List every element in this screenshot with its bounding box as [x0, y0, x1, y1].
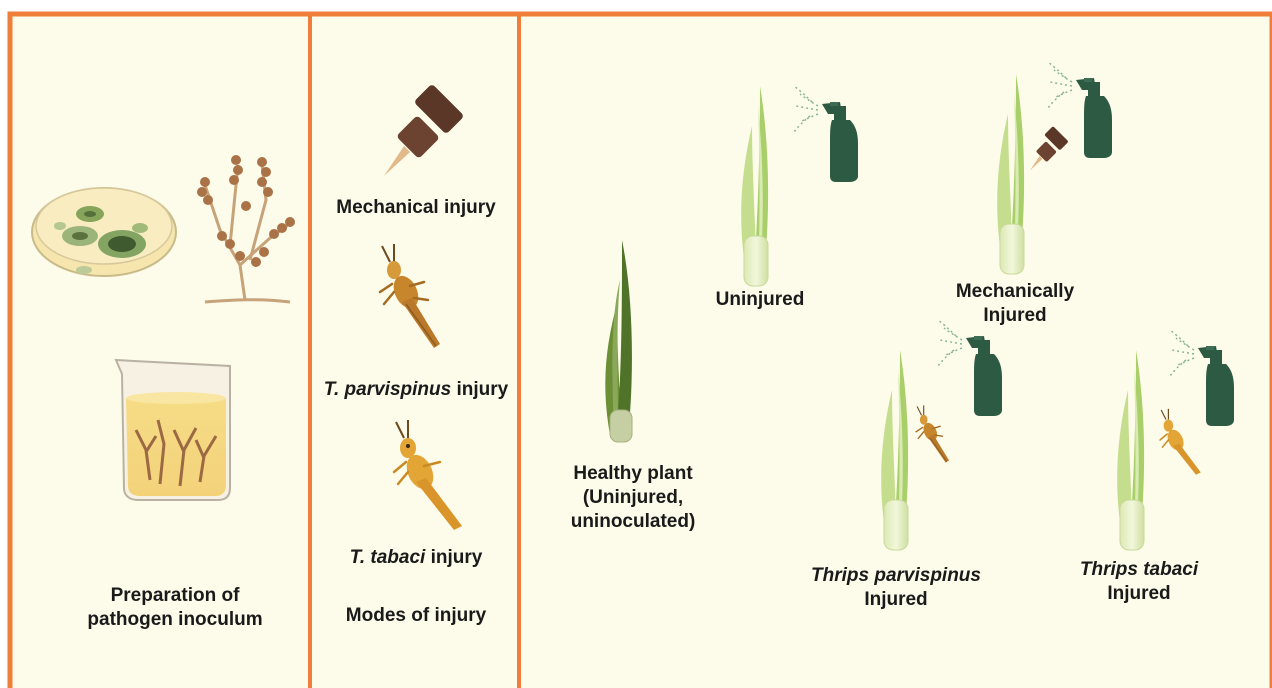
- thrips-tabaci-line1: Thrips tabaci: [1068, 558, 1210, 582]
- mechanically-line1: Mechanically: [940, 280, 1090, 304]
- inoculum-caption-line1: Preparation of: [70, 584, 280, 608]
- tabaci-injury-label: T. tabaci injury: [318, 546, 514, 570]
- tabaci-suffix: injury: [425, 547, 482, 568]
- beaker-culture-icon: [116, 360, 230, 500]
- parvispinus-species: T. parvispinus: [324, 379, 451, 400]
- parvispinus-injury-label: T. parvispinus injury: [312, 378, 520, 402]
- healthy-line3: uninoculated): [548, 510, 718, 534]
- petri-dish-icon: [32, 188, 176, 276]
- inoculum-caption: Preparation of pathogen inoculum: [70, 584, 280, 632]
- mechanically-injured-label: Mechanically Injured: [940, 280, 1090, 328]
- healthy-line2: (Uninjured,: [548, 486, 718, 510]
- thrips-tabaci-injured-label: Thrips tabaci Injured: [1068, 558, 1210, 606]
- mechanical-injury-label: Mechanical injury: [318, 196, 514, 220]
- thrips-parvispinus-injured-label: Thrips parvispinus Injured: [800, 564, 992, 612]
- healthy-line1: Healthy plant: [548, 462, 718, 486]
- uninjured-label: Uninjured: [700, 288, 820, 312]
- thrips-parvispinus-line1: Thrips parvispinus: [800, 564, 992, 588]
- inoculum-caption-line2: pathogen inoculum: [70, 608, 280, 632]
- thrips-tabaci-species: Thrips tabaci: [1080, 559, 1198, 580]
- thrips-parvispinus-species: Thrips parvispinus: [811, 565, 981, 586]
- modes-of-injury-title: Modes of injury: [318, 604, 514, 628]
- parvispinus-suffix: injury: [451, 379, 508, 400]
- tabaci-species: T. tabaci: [350, 547, 426, 568]
- thrips-tabaci-line2: Injured: [1068, 582, 1210, 606]
- healthy-plant-label: Healthy plant (Uninjured, uninoculated): [548, 462, 718, 534]
- thrips-parvispinus-line2: Injured: [800, 588, 992, 612]
- mechanically-line2: Injured: [940, 304, 1090, 328]
